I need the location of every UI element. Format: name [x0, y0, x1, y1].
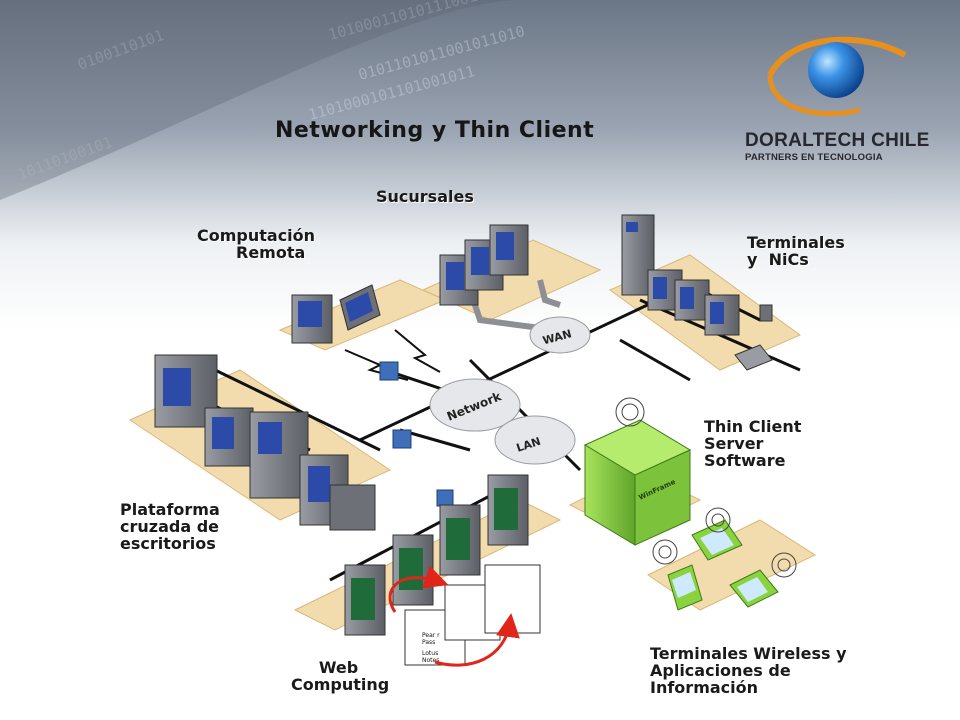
app-windows: Pear r Pass Lotus Notes — [388, 564, 541, 667]
logo-tagline: PARTNERS EN TECNOLOGIA — [745, 152, 883, 163]
label-terminales-nics: Terminales y NiCs — [747, 233, 845, 269]
logo-graphic — [767, 36, 907, 117]
background-shape — [0, 0, 520, 200]
hub-2 — [392, 429, 412, 449]
label-web-computing: Web Computing — [291, 658, 390, 694]
window-line-4: Notes — [422, 657, 439, 664]
hub-1 — [379, 361, 399, 381]
hub-3 — [436, 489, 454, 507]
red-arrow-2 — [388, 565, 449, 613]
plataforma-computers — [154, 354, 376, 531]
page-title: Networking y Thin Client — [275, 118, 595, 143]
label-sucursales: Sucursales — [376, 187, 474, 206]
red-arrow-1 — [434, 613, 520, 667]
remote-computers — [291, 284, 381, 344]
lan-cloud: LAN — [494, 415, 576, 465]
label-computacion-remota: Computación Remota — [197, 226, 316, 262]
window-line-3: Lotus — [422, 650, 438, 657]
logo-name: DORALTECH CHILE — [745, 130, 930, 151]
globe-icon — [808, 42, 864, 98]
terminales-devices — [621, 214, 773, 371]
wan-cloud: WAN — [529, 316, 591, 354]
wireless-devices — [652, 507, 797, 611]
company-logo: DORALTECH CHILE PARTNERS EN TECNOLOGIA — [745, 38, 945, 168]
label-wireless: Terminales Wireless y Aplicaciones de In… — [650, 644, 847, 697]
label-plataforma: Plataforma cruzada de escritorios — [120, 500, 220, 553]
lightning-link-2 — [394, 329, 441, 373]
label-thin-client: Thin Client Server Software — [704, 417, 802, 470]
window-line-2: Pass — [422, 639, 435, 646]
window-line-1: Pear r — [422, 632, 440, 639]
thin-client-server: WinFrame — [583, 397, 692, 546]
sucursales-computers — [439, 224, 529, 306]
hubs — [379, 361, 454, 507]
network-cloud: Network — [429, 378, 521, 432]
